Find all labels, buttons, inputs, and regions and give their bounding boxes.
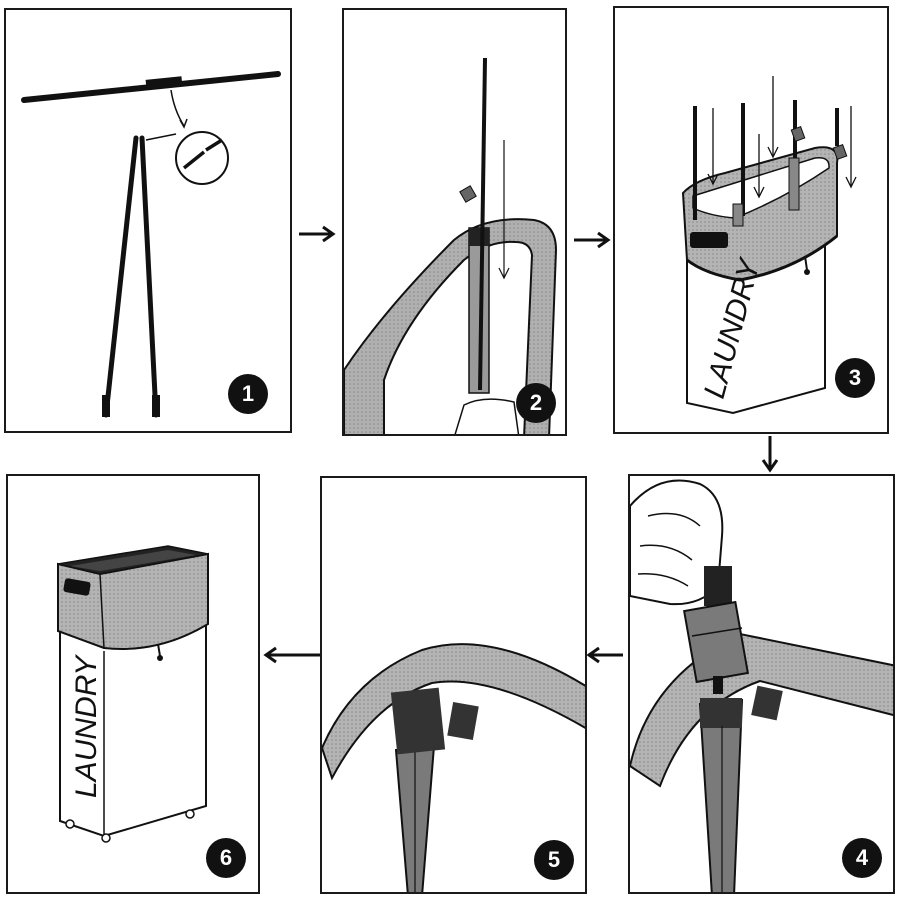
- arrow-left-icon: [263, 646, 320, 664]
- pole-attached-illustration: [322, 643, 585, 892]
- step-3-panel: LAUNDRY 3: [613, 6, 889, 434]
- frame-rod-illustration: [21, 71, 281, 418]
- assembled-hamper-illustration: LAUNDRY: [57, 545, 209, 843]
- step-1-number-badge: 1: [228, 374, 268, 414]
- step-2-panel: 2: [342, 8, 567, 436]
- arrow-right-icon: [299, 225, 336, 243]
- laundry-side-label: LAUNDRY: [70, 654, 103, 798]
- arrow-right-icon: [574, 231, 611, 249]
- step-5-number-badge: 5: [534, 840, 574, 880]
- arrow-left-icon: [586, 646, 623, 664]
- poles-into-hamper-illustration: LAUNDRY: [681, 76, 857, 415]
- pole-insertion-illustration: [344, 57, 558, 434]
- step-4-number-badge: 4: [842, 838, 882, 878]
- step-1-panel: 1: [4, 8, 292, 433]
- pole-connection-illustration: [630, 479, 893, 892]
- step-5-panel: 5: [320, 476, 587, 894]
- step-6-panel: LAUNDRY 6: [6, 474, 260, 894]
- arrow-down-icon: [761, 436, 779, 473]
- step-4-panel: 4: [628, 474, 895, 894]
- step-3-number-badge: 3: [835, 358, 875, 398]
- step-6-number-badge: 6: [206, 838, 246, 878]
- step-2-number-badge: 2: [516, 383, 556, 423]
